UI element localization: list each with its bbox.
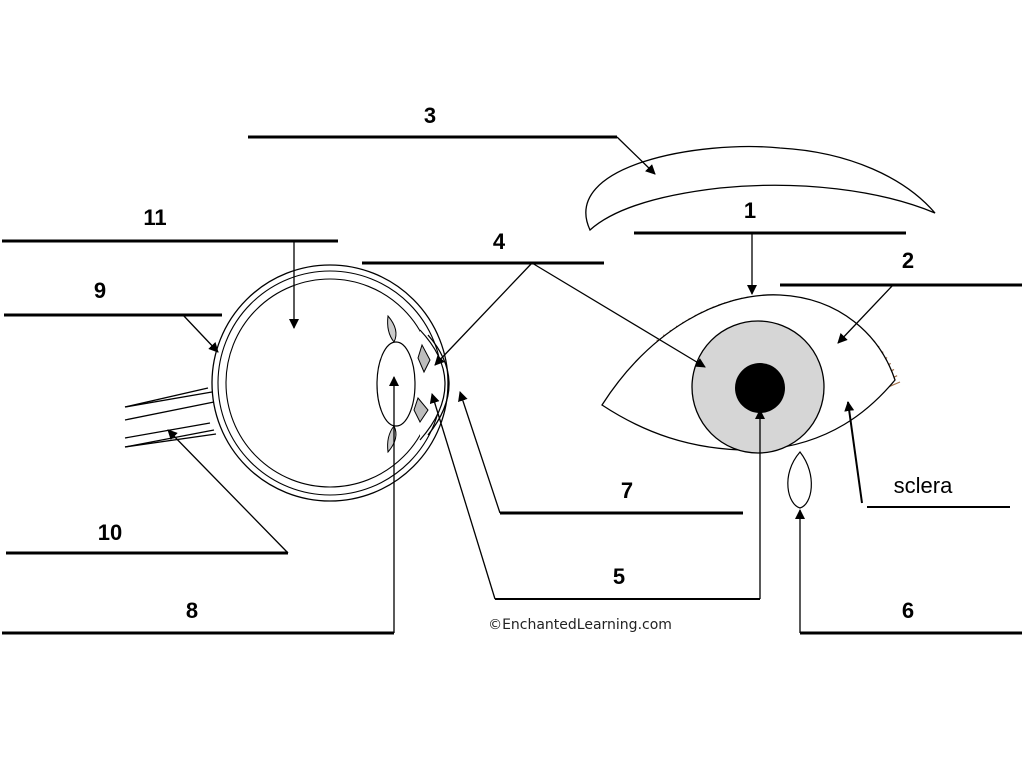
label-4: 4 (493, 229, 506, 254)
label-11: 11 (143, 205, 166, 230)
eye-front-view (585, 145, 936, 509)
arrow-sclera (844, 401, 863, 504)
label-1: 1 (744, 198, 756, 223)
eyebrow-shape (585, 145, 936, 232)
arrow-4a (434, 262, 533, 366)
label-2: 2 (902, 248, 914, 273)
label-10: 10 (98, 520, 122, 545)
iris-section-front (417, 343, 431, 374)
eye-cross-section (124, 264, 450, 502)
arrow-9 (182, 314, 219, 353)
pupil-shape (735, 363, 785, 413)
labels: 3 11 9 4 1 2 7 sclera 10 5 8 6 ©Enchante… (94, 103, 953, 633)
eyelash-stroke (888, 381, 901, 388)
arrow-2 (837, 284, 894, 344)
pointer-arrows (167, 136, 894, 633)
arrow-10 (167, 429, 289, 554)
arrow-3 (616, 136, 656, 175)
answer-lines (2, 135, 1022, 635)
label-6: 6 (902, 598, 914, 623)
label-7: 7 (621, 478, 633, 503)
optic-nerve-shape (124, 387, 217, 448)
label-3: 3 (424, 103, 436, 128)
arrow-5a (429, 393, 496, 600)
label-8: 8 (186, 598, 198, 623)
label-9: 9 (94, 278, 106, 303)
credit-text: ©EnchantedLearning.com (488, 617, 672, 633)
label-5: 5 (613, 564, 625, 589)
label-sclera: sclera (894, 473, 953, 498)
arrow-4b (531, 262, 706, 368)
lens-shape (376, 341, 416, 427)
iris-section-top (387, 314, 397, 343)
arrow-7 (458, 391, 501, 514)
tear-drop-shape (787, 451, 812, 509)
